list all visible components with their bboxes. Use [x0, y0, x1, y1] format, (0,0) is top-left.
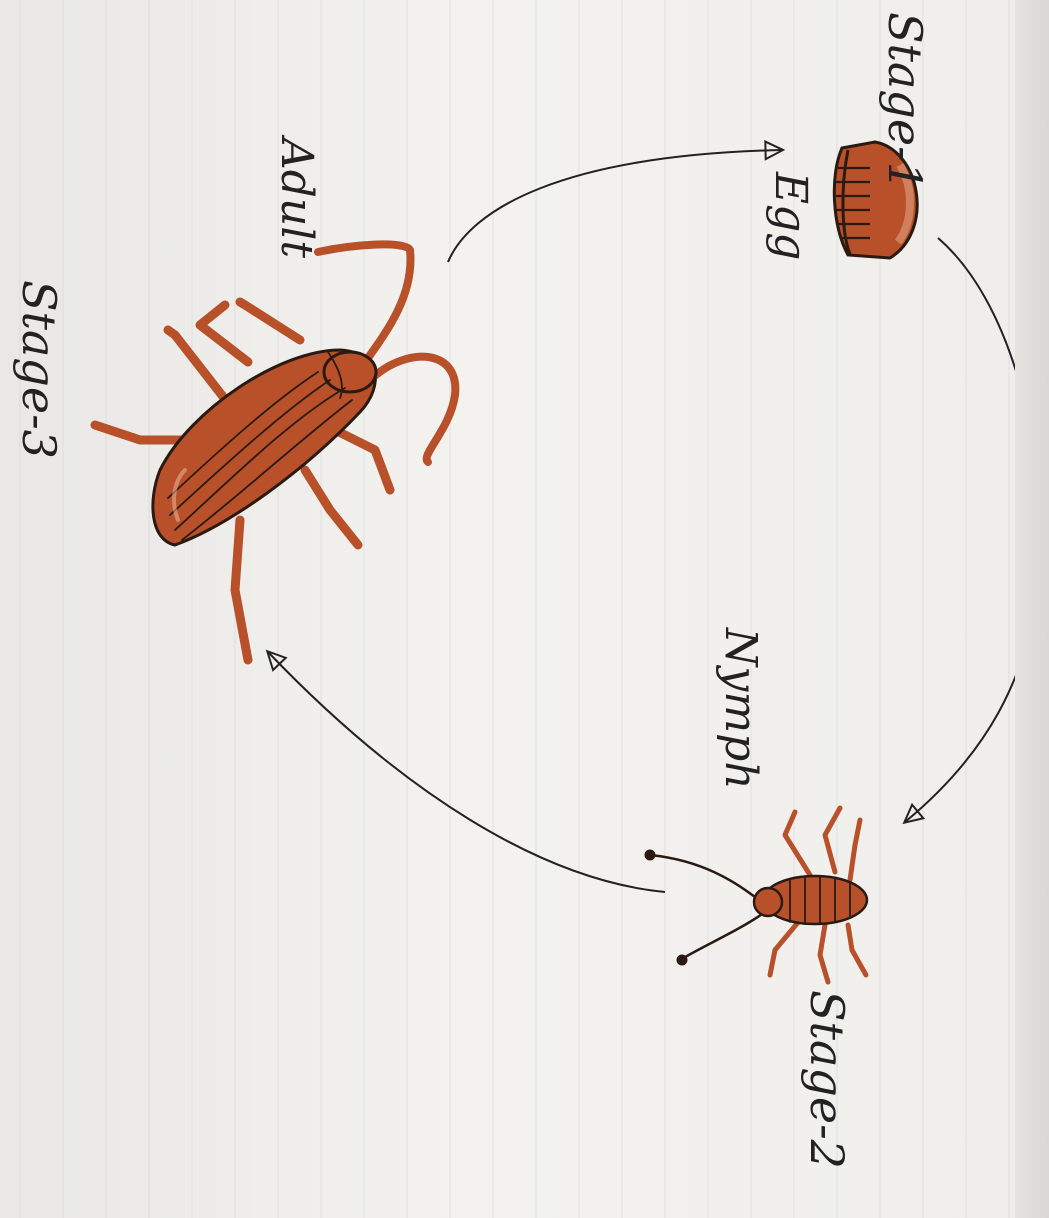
egg-label: Egg	[768, 172, 812, 260]
stage-1-label: Stage-1	[882, 12, 928, 191]
arrow-nymph-to-adult	[268, 652, 665, 892]
stage-2-label: Stage-2	[804, 990, 850, 1169]
stage-3-label: Stage-3	[16, 280, 62, 459]
arrow-adult-to-egg	[448, 150, 782, 262]
nymph-drawing	[645, 808, 867, 982]
arrow-egg-to-nymph	[905, 238, 1040, 822]
adult-label: Adult	[274, 138, 318, 258]
nymph-label: Nymph	[718, 628, 762, 790]
